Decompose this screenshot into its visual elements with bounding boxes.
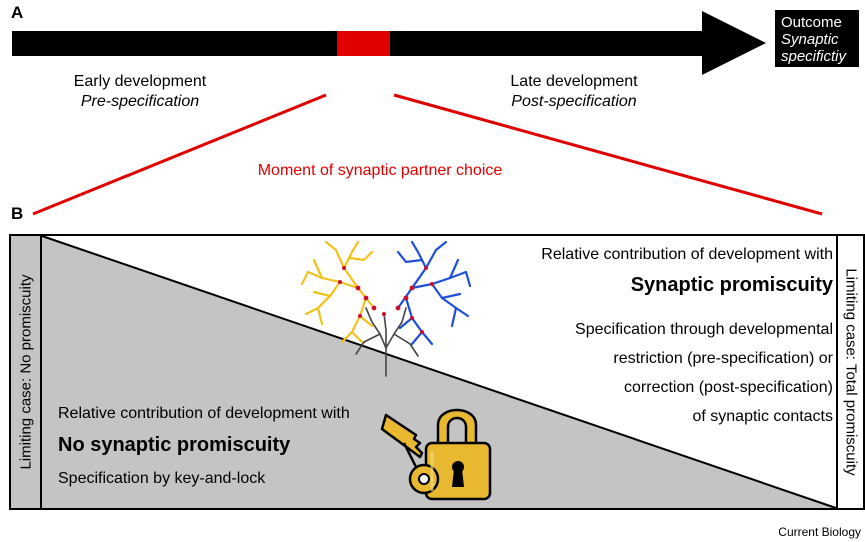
promiscuity-desc-line: restriction (pre-specification) or — [613, 350, 833, 367]
outcome-line1: Synaptic — [781, 31, 839, 48]
late-development-subtitle: Post-specification — [511, 93, 637, 110]
promiscuity-intro: Relative contribution of development wit… — [541, 246, 833, 263]
triangle-diagonal — [41, 235, 837, 509]
early-development-label: Early development Pre-specification — [40, 72, 240, 112]
neuron-illustration — [300, 240, 472, 377]
promiscuity-desc-line: of synaptic contacts — [692, 408, 833, 425]
panel-b-label: B — [11, 204, 24, 223]
timeline-arrowhead — [702, 11, 766, 75]
promiscuity-desc-line: correction (post-specification) — [624, 379, 833, 396]
no-promiscuity-description: Specification by key-and-lock — [58, 470, 266, 487]
journal-credit: Current Biology — [778, 525, 861, 539]
promiscuity-description: Specification through developmental rest… — [440, 315, 833, 431]
moment-line-right — [393, 93, 823, 216]
promiscuity-desc-line: Specification through developmental — [575, 321, 833, 338]
moment-label: Moment of synaptic partner choice — [257, 162, 503, 179]
key-and-lock-icon — [380, 408, 492, 501]
right-limit-bar: Limiting case: Total promiscuity — [836, 234, 865, 510]
timeline-graphic — [12, 11, 823, 216]
early-development-subtitle: Pre-specification — [80, 93, 200, 110]
early-development-title: Early development — [73, 73, 207, 90]
late-development-title: Late development — [510, 73, 638, 90]
moment-line-left — [32, 93, 327, 216]
left-limit-label: Limiting case: No promiscuity — [17, 274, 34, 470]
right-limit-label: Limiting case: Total promiscuity — [842, 268, 859, 476]
outcome-line2: specifictiy — [781, 48, 847, 65]
left-limit-bar: Limiting case: No promiscuity — [9, 234, 42, 510]
outcome-title: Outcome — [781, 14, 842, 31]
late-development-label: Late development Post-specification — [474, 72, 674, 112]
promiscuity-heading: Synaptic promiscuity — [630, 274, 833, 296]
outcome-box: Outcome Synaptic specifictiy — [775, 10, 859, 67]
no-promiscuity-intro: Relative contribution of development wit… — [58, 405, 350, 422]
promiscuity-triangle — [40, 234, 838, 510]
moment-marker — [337, 31, 390, 56]
panel-a-label: A — [11, 3, 24, 22]
promiscuity-text-block: Relative contribution of development wit… — [440, 240, 833, 300]
no-promiscuity-heading: No synaptic promiscuity — [58, 434, 291, 456]
